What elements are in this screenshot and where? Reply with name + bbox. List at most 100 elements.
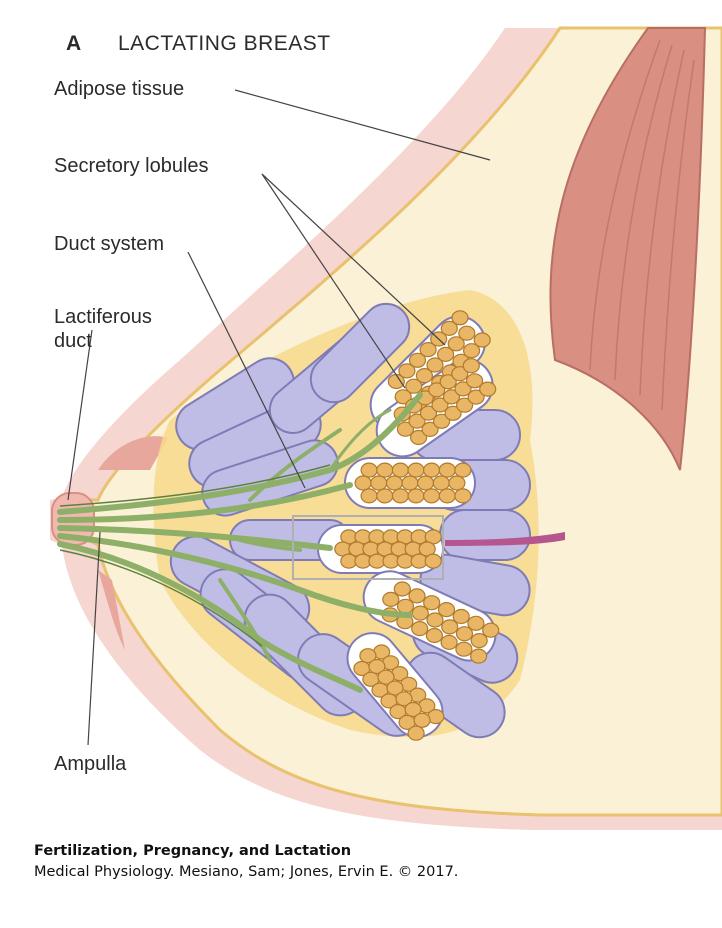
alveolus [360, 462, 378, 478]
nerve-vessel [445, 532, 565, 546]
alveolus [370, 475, 388, 491]
alveolus [396, 598, 415, 614]
caption-title: Fertilization, Pregnancy, and Lactation [34, 843, 352, 859]
alveolus [466, 373, 484, 389]
alveolus [395, 691, 413, 707]
alveolus [423, 462, 441, 478]
alveolus [408, 413, 426, 429]
alveolus [415, 368, 433, 384]
alveolus [424, 553, 442, 569]
alveolus [455, 641, 473, 657]
alveolus [463, 343, 481, 359]
secretory-lobules [317, 310, 500, 741]
alveolus [467, 615, 485, 631]
alveolus [423, 595, 441, 611]
alveolus [426, 357, 444, 373]
alveolus [408, 352, 427, 368]
alveolus [462, 358, 480, 374]
alveolus [376, 488, 394, 504]
label-duct: duct [54, 330, 92, 352]
alveolus [428, 382, 446, 398]
alveolus [385, 475, 403, 491]
alveolus [408, 588, 426, 604]
panel-letter: A [66, 32, 82, 55]
alveolus [454, 462, 472, 478]
alveolus [401, 475, 419, 491]
alveolus [391, 462, 409, 478]
alveolus [411, 605, 429, 621]
alveolus [444, 405, 462, 421]
alveolus [419, 342, 437, 358]
label-adipose-tissue: Adipose tissue [54, 78, 184, 100]
alveolus [377, 669, 395, 685]
alveolus [407, 488, 425, 504]
alveolus [439, 374, 457, 390]
alveolus [458, 325, 476, 341]
alveolus [391, 488, 409, 504]
alveolus [442, 389, 461, 405]
alveolus [376, 462, 394, 478]
alveolus [404, 701, 422, 718]
alveolus [407, 725, 425, 741]
alveolus [454, 488, 472, 504]
alveolus [368, 658, 386, 675]
lobe [309, 302, 411, 404]
caption-citation: Medical Physiology. Mesiano, Sam; Jones,… [34, 864, 459, 880]
alveolus [452, 608, 470, 625]
alveolus [421, 421, 439, 437]
alveolus [417, 475, 435, 491]
alveolus [393, 581, 411, 597]
figure-title: LACTATING BREAST [118, 32, 331, 55]
alveolus [454, 381, 472, 397]
alveolus [382, 591, 400, 608]
lobe [439, 509, 531, 561]
highlight-box [292, 515, 444, 580]
alveolus [448, 475, 466, 491]
alveolus [432, 475, 450, 491]
alveolus [407, 462, 425, 478]
alveolus [386, 680, 404, 696]
alveolus [411, 620, 429, 637]
leader-lines [67, 89, 491, 746]
alveolus [360, 488, 378, 504]
muscle-fiber-lines [589, 39, 695, 411]
label-ampulla: Ampulla [54, 753, 127, 775]
label-lactiferous: Lactiferous [54, 306, 152, 328]
label-secretory-lobules: Secretory lobules [54, 155, 209, 177]
alveolus [479, 381, 497, 397]
alveolus [440, 634, 458, 651]
alveolus [456, 397, 474, 413]
alveolus [447, 336, 465, 352]
alveolus [426, 612, 444, 628]
alveolus [438, 462, 456, 478]
alveolus [394, 389, 412, 405]
alveolus [441, 619, 459, 635]
alveolus [405, 378, 423, 394]
alveolus [431, 397, 449, 413]
alveolus [470, 648, 488, 664]
label-duct-system: Duct system [54, 233, 164, 255]
alveoli-cluster [334, 310, 500, 741]
alveolus [473, 332, 491, 348]
alveolus [410, 429, 428, 446]
alveolus [438, 488, 456, 504]
alveolus [433, 413, 451, 429]
duct-system [57, 392, 423, 693]
alveolus [451, 310, 469, 326]
alveolus [425, 627, 443, 644]
alveolus [437, 346, 455, 362]
alveolus [440, 320, 458, 336]
duct-outline [59, 464, 331, 647]
alveolus [437, 601, 456, 618]
alveolus [467, 389, 485, 405]
alveolus [423, 488, 441, 504]
alveolus [396, 421, 414, 437]
alveolus [359, 648, 377, 664]
alveolus [482, 622, 500, 638]
alveolus [398, 363, 416, 379]
alveolus [419, 405, 438, 421]
alveolus [455, 626, 474, 642]
alveolus [354, 475, 372, 491]
